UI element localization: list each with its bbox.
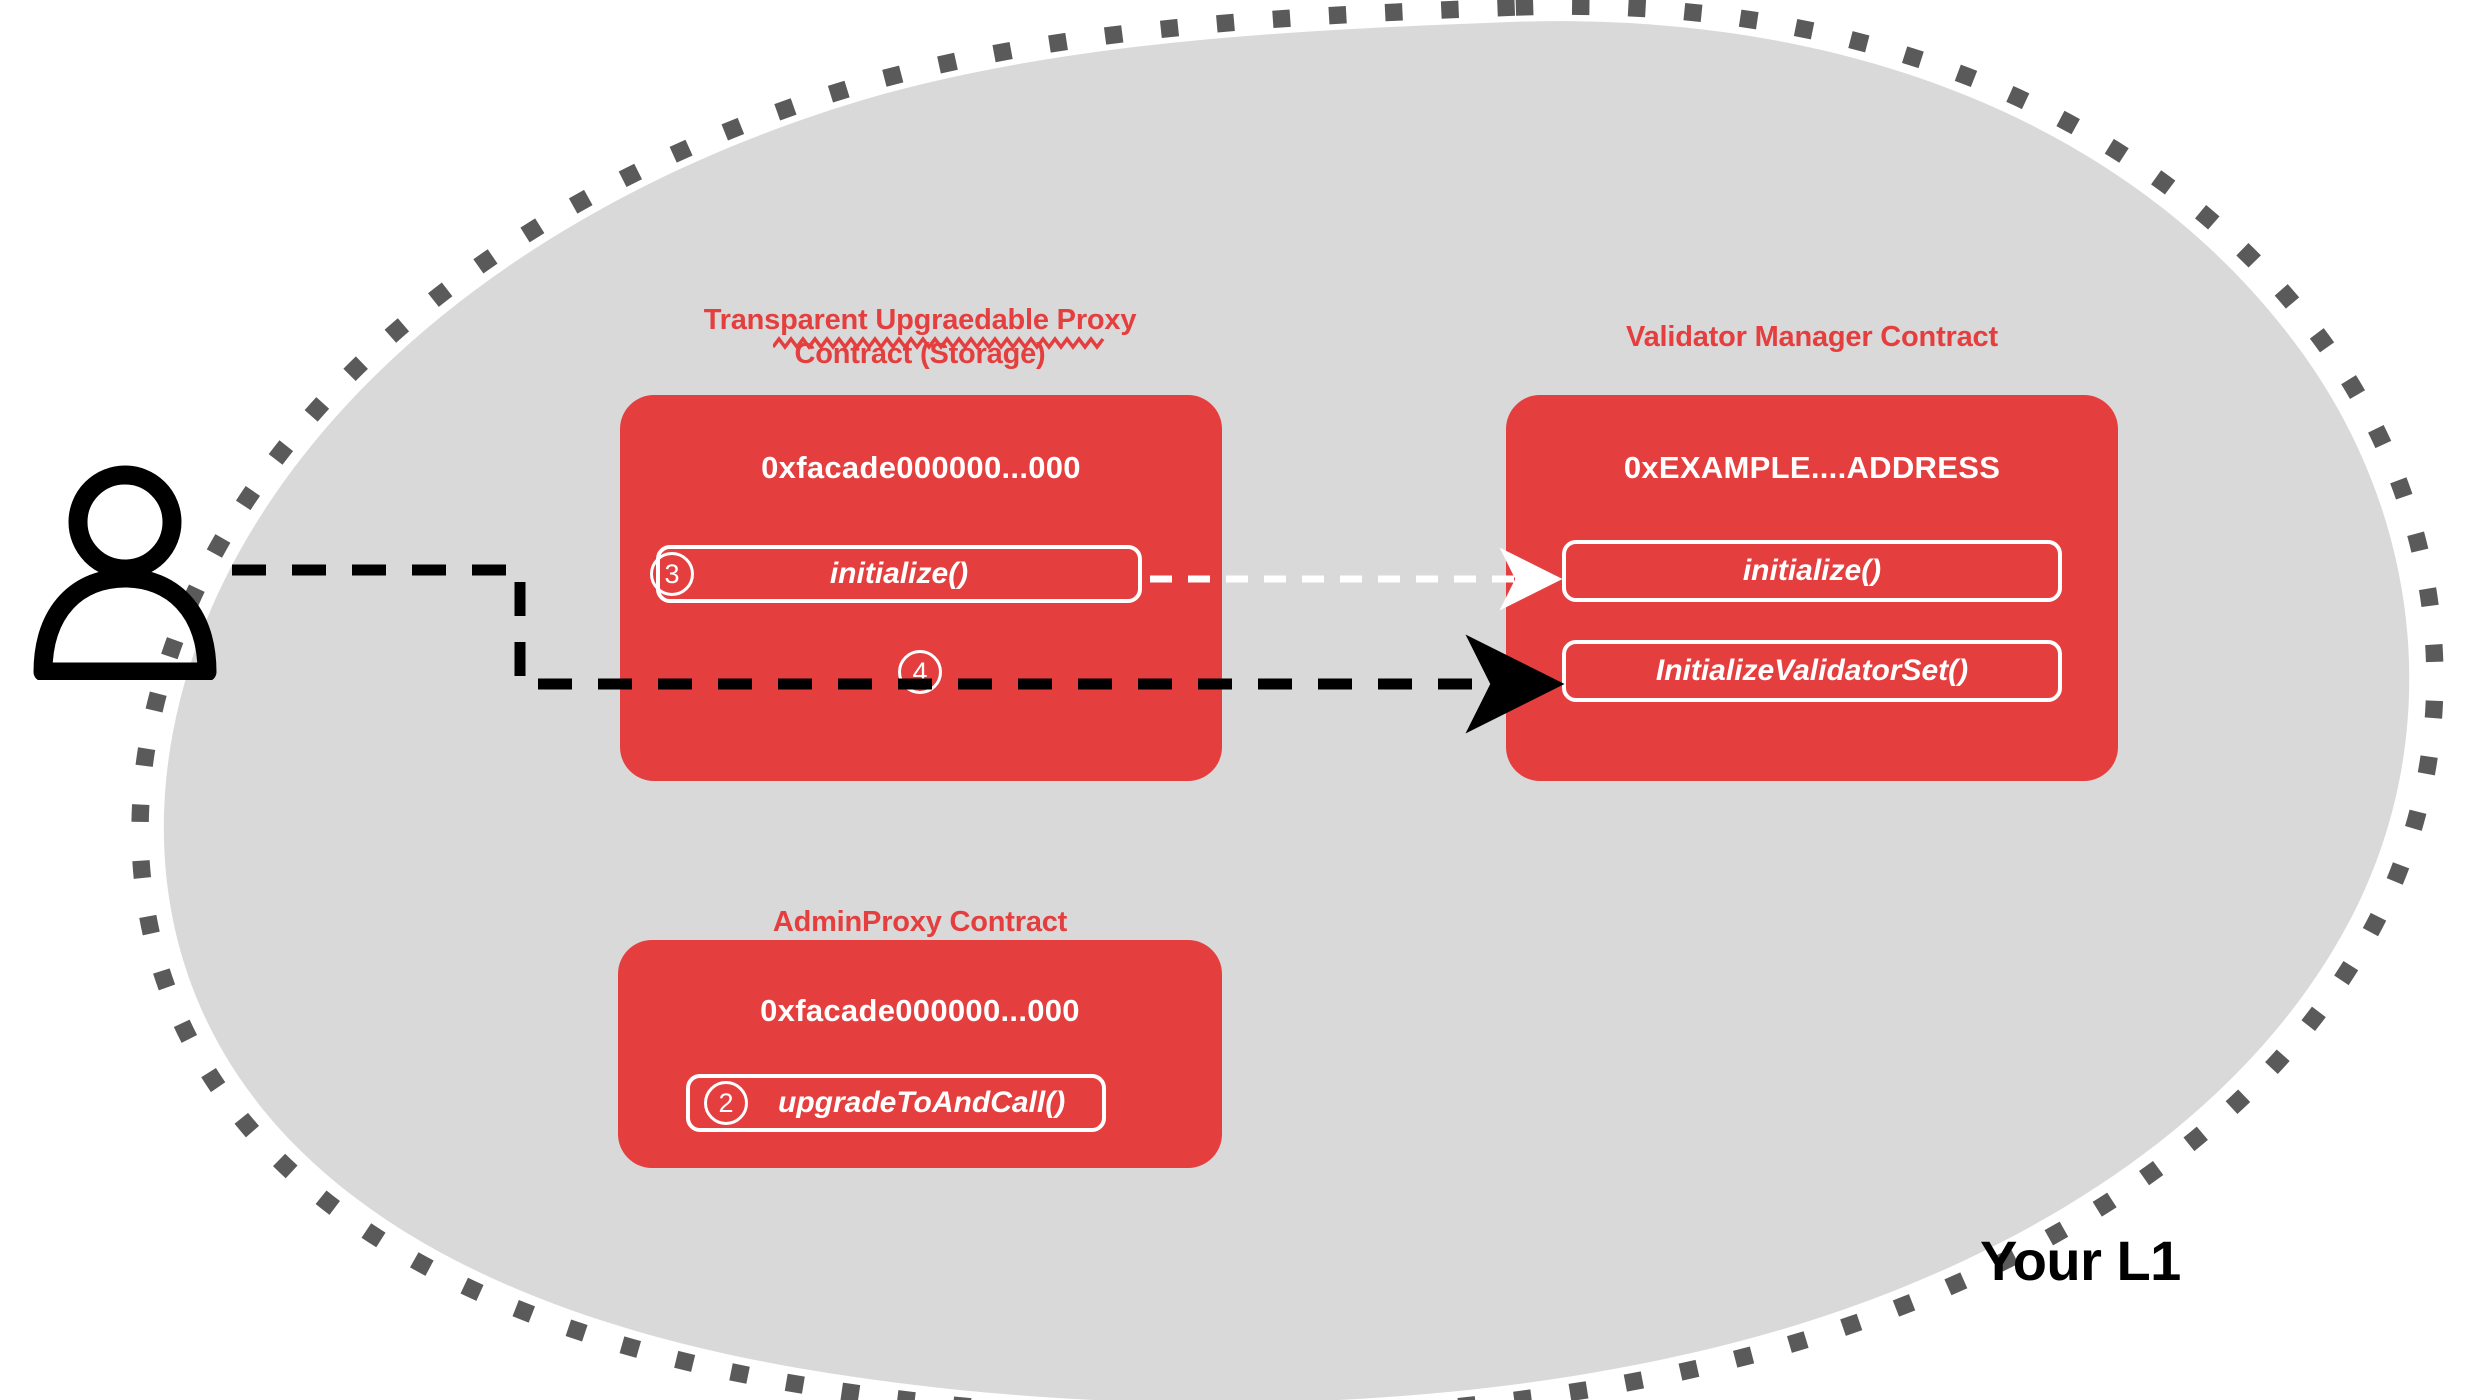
validator-manager-method-initialize[interactable]: initialize() [1562,540,2062,602]
validator-manager-title: Validator Manager Contract [1626,321,1998,353]
person-icon [33,465,217,680]
validator-manager-method-initializevalidatorset[interactable]: InitializeValidatorSet() [1562,640,2062,702]
transparent-proxy-method-initialize[interactable]: initialize() [656,545,1142,603]
transparent-proxy-address: 0xfacade000000...000 [761,450,1081,485]
step-badge-4: 4 [898,650,942,694]
admin-proxy-address: 0xfacade000000...000 [760,993,1080,1028]
step-badge-3: 3 [650,552,694,596]
admin-proxy-title: AdminProxy Contract [772,906,1068,938]
step-badge-2: 2 [704,1081,748,1125]
l1-label: Your L1 [1980,1229,2181,1292]
validator-manager-card[interactable]: 0xEXAMPLE....ADDRESS initialize() Initia… [1506,395,2118,781]
method-label: initialize() [829,557,969,590]
method-label: initialize() [1742,554,1882,587]
admin-proxy-card[interactable]: 0xfacade000000...000 upgradeToAndCall() … [618,940,1222,1168]
transparent-proxy-card[interactable]: 0xfacade000000...000 initialize() 3 4 [620,395,1222,781]
transparent-proxy-title: Transparent Upgraedable Proxy Contract (… [703,304,1137,370]
validator-manager-address: 0xEXAMPLE....ADDRESS [1623,450,2001,485]
method-label: upgradeToAndCall() [778,1086,1066,1119]
method-label: InitializeValidatorSet() [1655,654,1969,687]
admin-proxy-method-upgradetoandcall[interactable]: upgradeToAndCall() [686,1074,1106,1132]
